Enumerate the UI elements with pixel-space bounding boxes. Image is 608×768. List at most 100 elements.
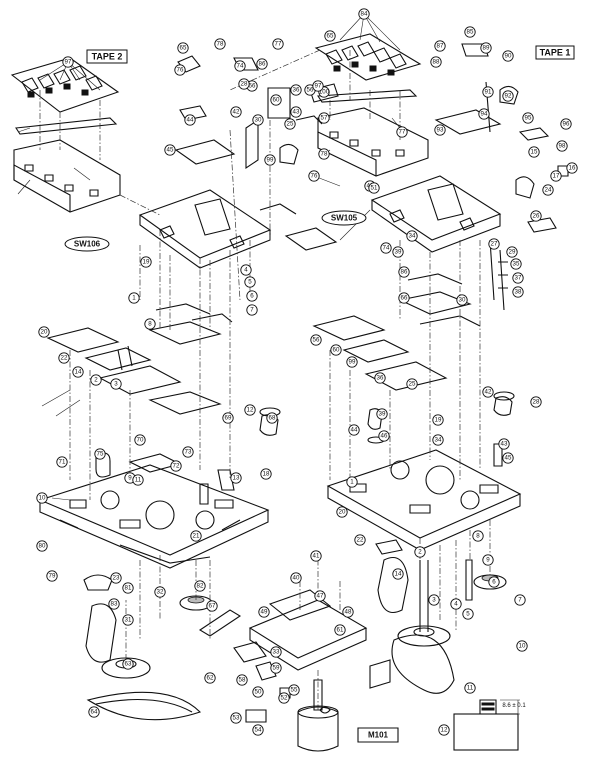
svg-text:76: 76 <box>311 173 318 180</box>
svg-text:56: 56 <box>313 337 320 344</box>
svg-text:41: 41 <box>313 553 320 560</box>
callout-33: 33 <box>270 646 282 658</box>
svg-text:100: 100 <box>319 89 330 96</box>
svg-text:87: 87 <box>437 43 444 50</box>
svg-text:90: 90 <box>505 53 512 60</box>
callout-52: 52 <box>278 692 290 704</box>
callout-bubbles: 9765787776748666566099362530422843454446… <box>36 8 578 736</box>
callout-45: 45 <box>502 452 514 464</box>
callout-12: 12 <box>438 724 450 736</box>
svg-text:45: 45 <box>505 455 512 462</box>
svg-text:50: 50 <box>255 689 262 696</box>
callout-53: 53 <box>230 712 242 724</box>
callout-56: 56 <box>310 334 322 346</box>
svg-text:89: 89 <box>483 45 490 52</box>
svg-text:7: 7 <box>250 307 254 314</box>
callout-22: 22 <box>354 534 366 546</box>
svg-text:96: 96 <box>563 121 570 128</box>
svg-text:60: 60 <box>273 97 280 104</box>
svg-text:6: 6 <box>250 293 254 300</box>
label-m101: M101 <box>357 727 399 743</box>
callout-60: 60 <box>330 344 342 356</box>
callout-15: 15 <box>528 146 540 158</box>
callout-47: 47 <box>314 590 326 602</box>
svg-text:39: 39 <box>379 411 386 418</box>
svg-text:88: 88 <box>433 59 440 66</box>
callout-17: 17 <box>550 170 562 182</box>
label-tape1: TAPE 1 <box>535 45 575 60</box>
callout-20: 20 <box>38 326 50 338</box>
svg-text:75: 75 <box>97 451 104 458</box>
callout-3: 3 <box>110 378 122 390</box>
callout-27: 27 <box>488 238 500 250</box>
svg-text:71: 71 <box>59 459 66 466</box>
callout-11: 11 <box>132 474 144 486</box>
callout-61: 61 <box>334 624 346 636</box>
svg-text:29: 29 <box>509 249 516 256</box>
svg-text:40: 40 <box>293 575 300 582</box>
svg-text:99: 99 <box>267 157 274 164</box>
svg-text:8: 8 <box>148 321 152 328</box>
callout-69: 69 <box>222 412 234 424</box>
callout-22: 22 <box>58 352 70 364</box>
callout-25: 25 <box>284 118 296 130</box>
callout-26: 26 <box>530 210 542 222</box>
callout-54: 54 <box>252 724 264 736</box>
svg-text:44: 44 <box>187 117 194 124</box>
callout-97: 97 <box>62 56 74 68</box>
svg-text:91: 91 <box>485 89 492 96</box>
svg-text:20: 20 <box>41 329 48 336</box>
svg-text:55: 55 <box>291 687 298 694</box>
svg-text:79: 79 <box>49 573 56 580</box>
tape1-upper-deck <box>370 175 502 253</box>
svg-text:45: 45 <box>167 147 174 154</box>
callout-5: 5 <box>244 276 256 288</box>
callout-32: 32 <box>154 586 166 598</box>
callout-72: 72 <box>170 460 182 472</box>
svg-text:97: 97 <box>65 59 72 66</box>
callout-2: 2 <box>414 546 426 558</box>
svg-text:24: 24 <box>545 187 552 194</box>
svg-text:86: 86 <box>259 61 266 68</box>
svg-text:33: 33 <box>273 649 280 656</box>
svg-text:14: 14 <box>395 571 402 578</box>
svg-text:25: 25 <box>409 381 416 388</box>
callout-78: 78 <box>214 38 226 50</box>
callout-41: 41 <box>310 550 322 562</box>
svg-text:68: 68 <box>269 415 276 422</box>
callout-95: 95 <box>522 112 534 124</box>
svg-text:95: 95 <box>525 115 532 122</box>
svg-text:51: 51 <box>371 185 378 192</box>
svg-text:83: 83 <box>111 601 118 608</box>
svg-text:35: 35 <box>513 261 520 268</box>
callout-50: 50 <box>252 686 264 698</box>
tape2-levers <box>46 303 233 415</box>
callout-6: 6 <box>246 290 258 302</box>
callout-48: 48 <box>342 606 354 618</box>
svg-text:67: 67 <box>209 603 216 610</box>
callout-30: 30 <box>456 294 468 306</box>
tape2-main-chassis <box>38 464 270 569</box>
svg-text:2: 2 <box>94 377 98 384</box>
callout-86: 86 <box>256 58 268 70</box>
callout-57: 57 <box>318 112 330 124</box>
tape1-levers <box>312 239 508 391</box>
callout-36: 36 <box>374 372 386 384</box>
svg-text:31: 31 <box>125 617 132 624</box>
callout-5: 5 <box>462 608 474 620</box>
svg-text:56: 56 <box>307 87 314 94</box>
svg-text:14: 14 <box>75 369 82 376</box>
svg-text:69: 69 <box>225 415 232 422</box>
callout-9: 9 <box>482 554 494 566</box>
callout-45: 45 <box>164 144 176 156</box>
svg-text:34: 34 <box>435 437 442 444</box>
callout-44: 44 <box>184 114 196 126</box>
svg-text:17: 17 <box>553 173 560 180</box>
svg-text:42: 42 <box>233 109 240 116</box>
callout-10: 10 <box>516 640 528 652</box>
svg-text:80: 80 <box>39 543 46 550</box>
callout-28: 28 <box>238 78 250 90</box>
callout-18: 18 <box>260 468 272 480</box>
